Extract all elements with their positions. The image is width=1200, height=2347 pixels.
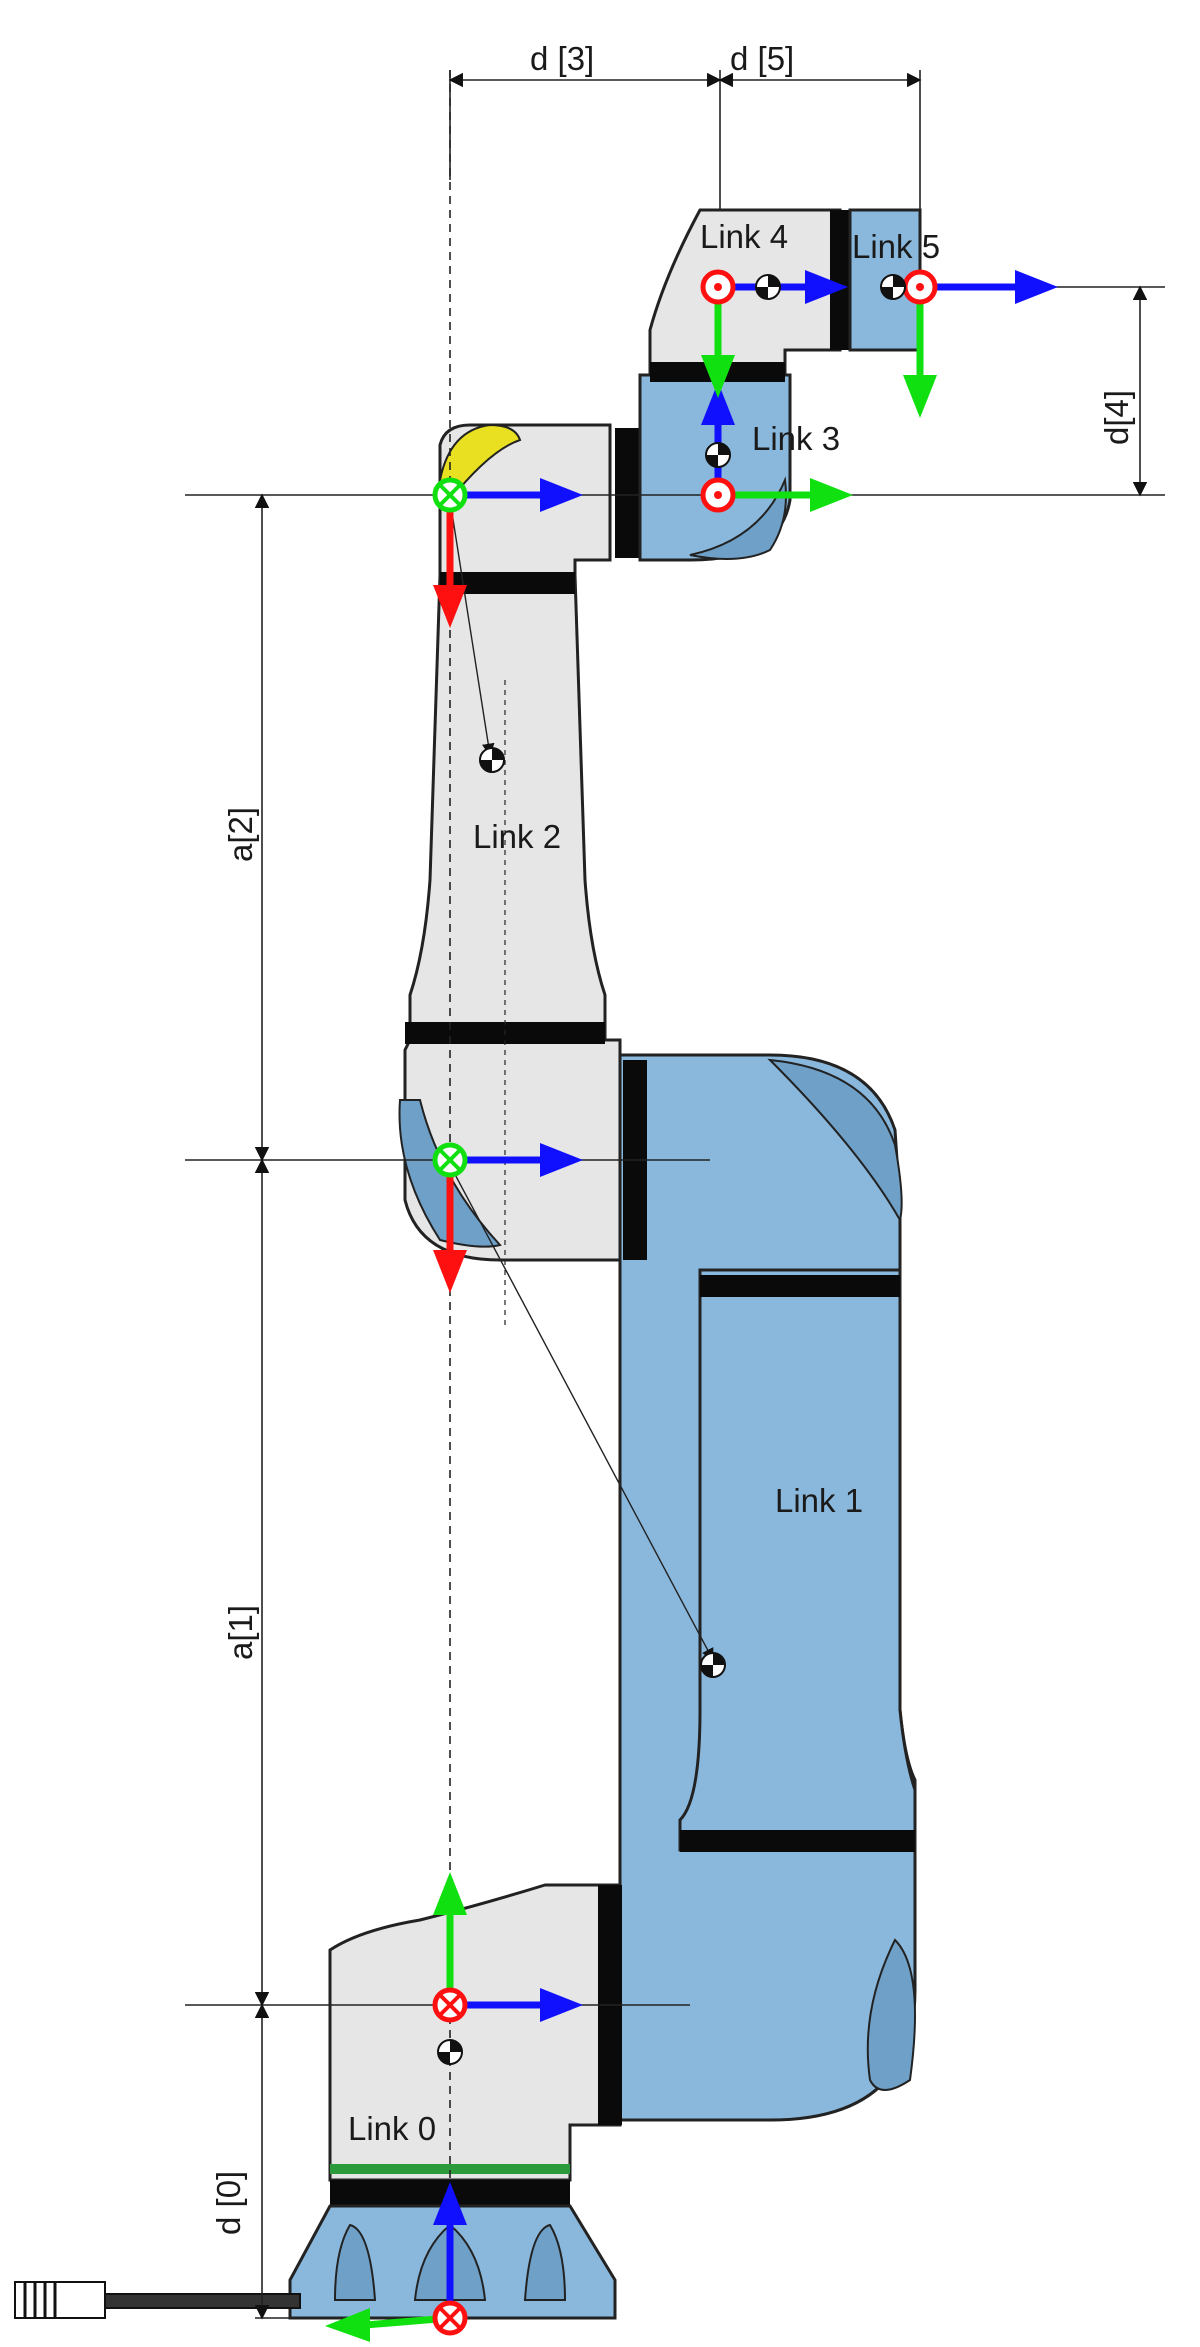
dimension-d3-label: d [3] xyxy=(530,40,594,77)
link-4-body xyxy=(648,208,842,377)
link-1-label: Link 1 xyxy=(775,1482,863,1519)
link-2-shoulder-vertical xyxy=(615,428,639,558)
link-2-band-top xyxy=(440,572,575,594)
link-1-body xyxy=(618,1053,917,2122)
link-1-band-bottom xyxy=(680,1830,915,1852)
center-of-mass-link-1 xyxy=(700,1652,726,1678)
link-4-band-vertical xyxy=(830,210,850,350)
reference-lines xyxy=(185,70,1165,2320)
link-2-label: Link 2 xyxy=(473,818,561,855)
center-of-mass-link-0 xyxy=(437,2039,463,2065)
dimension-a1-label: a[1] xyxy=(222,1605,259,1660)
frame-5 xyxy=(700,269,848,398)
link-4-label: Link 4 xyxy=(700,218,788,255)
dimension-a2-label: a[2] xyxy=(222,807,259,862)
cable-connector xyxy=(14,2281,301,2319)
link-1-band-top xyxy=(700,1275,900,1297)
frame-3 xyxy=(432,477,583,628)
center-of-mass-link-5 xyxy=(880,274,906,300)
link-0-band-green xyxy=(330,2164,570,2174)
center-of-mass-link-3 xyxy=(705,442,731,468)
frame-0-base xyxy=(325,2182,468,2342)
frame-1 xyxy=(432,1872,583,2023)
frame-4 xyxy=(700,382,853,513)
frame-2 xyxy=(432,1142,583,1293)
dimension-d4-label: d[4] xyxy=(1098,390,1135,445)
center-of-mass-link-4 xyxy=(755,274,781,300)
dimension-d0-label: d [0] xyxy=(210,2171,247,2235)
link-5-label: Link 5 xyxy=(852,228,940,265)
frame-6-tool xyxy=(902,269,1058,418)
center-of-mass-link-2 xyxy=(479,747,505,773)
dimension-d5-label: d [5] xyxy=(730,40,794,77)
link-0-label: Link 0 xyxy=(348,2110,436,2147)
link-3-label: Link 3 xyxy=(752,420,840,457)
